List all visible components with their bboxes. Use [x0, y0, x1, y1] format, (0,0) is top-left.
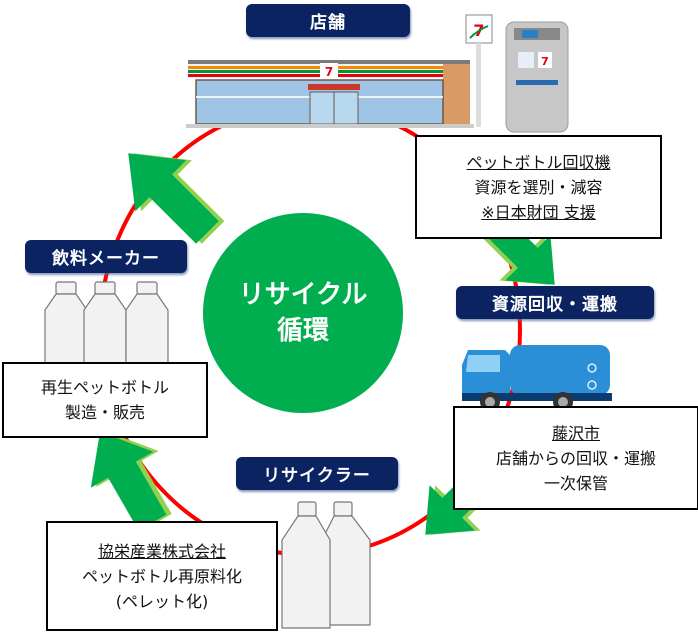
center-title-line2: 循環 — [276, 316, 329, 346]
city-title: 藤沢市 — [551, 423, 600, 443]
machine-support-note: ※日本財団 支援 — [481, 202, 596, 222]
info-box-collection-machine: ペットボトル回収機 資源を選別・減容 ※日本財団 支援 — [415, 135, 662, 239]
arrow-maker-to-store — [128, 153, 225, 244]
stage-label-collection: 資源回収・運搬 — [456, 286, 654, 319]
bottle-collection-machine-illustration: 7 — [505, 21, 569, 133]
store-building-illustration: 7 — [186, 60, 474, 128]
arrow-recycler-to-maker — [90, 430, 172, 531]
info-box-beverage-maker: 再生ペットボトル 製造・販売 — [2, 362, 208, 438]
center-title-line1: リサイクル — [238, 280, 368, 310]
recycling-cycle-center: リサイクル 循環 — [203, 213, 403, 413]
info-box-kyoei-sangyo: 協栄産業株式会社 ペットボトル再原料化 (ペレット化) — [46, 521, 278, 631]
stage-label-maker: 飲料メーカー — [25, 240, 187, 273]
city-storage: 一次保管 — [543, 473, 608, 493]
stage-label-recycler-text: リサイクラー — [263, 466, 371, 486]
city-desc: 店舗からの回収・運搬 — [495, 448, 656, 468]
maker-desc-line2: 製造・販売 — [64, 403, 145, 422]
svg-text:7: 7 — [541, 55, 549, 68]
store-pole-sign: 7 — [465, 14, 493, 127]
kyoei-desc: ペットボトル再原料化 — [81, 566, 242, 586]
stage-label-maker-text: 飲料メーカー — [52, 249, 160, 269]
stage-label-store-text: 店舗 — [310, 13, 346, 33]
maker-bottles-illustration — [44, 281, 169, 371]
kyoei-title: 協栄産業株式会社 — [97, 541, 226, 561]
stage-label-store: 店舗 — [246, 4, 410, 37]
store-logo-text: 7 — [325, 65, 333, 79]
info-box-fujisawa-city: 藤沢市 店舗からの回収・運搬 一次保管 — [453, 406, 698, 510]
stage-label-collection-text: 資源回収・運搬 — [492, 295, 618, 315]
kyoei-pellet: (ペレット化) — [115, 591, 209, 611]
stage-label-recycler: リサイクラー — [236, 457, 398, 490]
machine-desc: 資源を選別・減容 — [474, 177, 603, 197]
recycler-bottles-illustration — [281, 501, 371, 629]
machine-title: ペットボトル回収機 — [466, 152, 611, 172]
collection-truck-illustration — [462, 345, 612, 412]
maker-desc-line1: 再生ペットボトル — [40, 378, 169, 397]
